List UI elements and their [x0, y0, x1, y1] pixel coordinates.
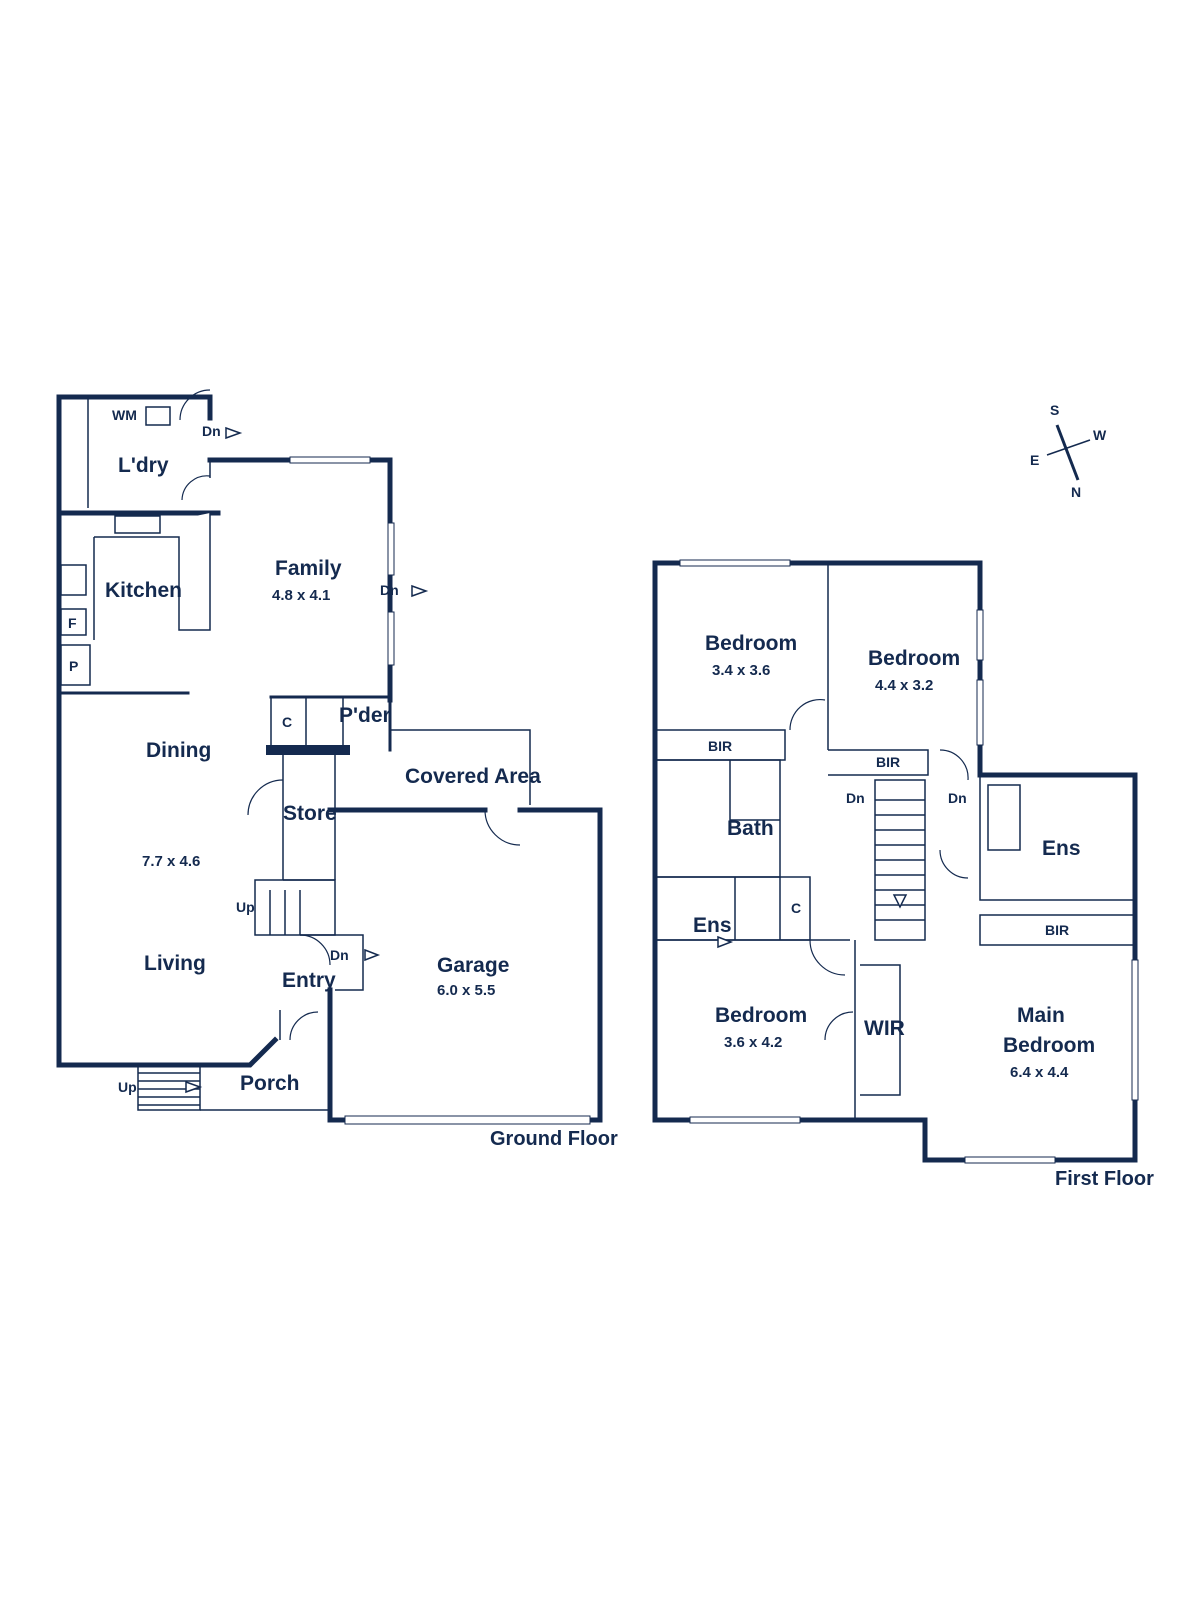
label-main-2: Bedroom — [1003, 1034, 1095, 1057]
label-main-1: Main — [1017, 1004, 1065, 1027]
arrow-icon — [892, 894, 908, 909]
label-bedroom-1-dim: 3.4 x 3.6 — [712, 662, 770, 679]
label-bath: Bath — [727, 817, 774, 840]
label-bedroom-2: Bedroom — [868, 647, 960, 670]
label-main-dim: 6.4 x 4.4 — [1010, 1064, 1069, 1081]
compass-w: W — [1093, 427, 1107, 443]
compass-icon: S W E N — [1030, 402, 1107, 500]
label-pantry: P — [69, 658, 78, 674]
label-dn-entry: Dn — [330, 947, 349, 963]
label-ens-2: Ens — [1042, 837, 1081, 860]
label-bir-1: BIR — [708, 738, 732, 754]
label-garage: Garage — [437, 954, 509, 977]
label-entry: Entry — [282, 969, 336, 992]
label-laundry: L'dry — [118, 454, 169, 477]
arrow-icon — [225, 426, 243, 440]
label-fridge: F — [68, 615, 77, 631]
label-family: Family — [275, 557, 342, 580]
label-covered-area: Covered Area — [405, 765, 541, 788]
label-up-porch: Up — [118, 1079, 137, 1095]
arrow-icon — [411, 584, 429, 598]
label-up-living: Up — [236, 899, 255, 915]
label-dining: Dining — [146, 739, 211, 762]
arrow-icon — [185, 1080, 203, 1094]
compass-e: E — [1030, 452, 1039, 468]
label-cupboard-ff: C — [791, 900, 801, 916]
label-dn-right: Dn — [948, 790, 967, 806]
label-bedroom-1: Bedroom — [705, 632, 797, 655]
label-dining-living-dim: 7.7 x 4.6 — [142, 853, 200, 870]
label-dn-family: Dn — [380, 582, 399, 598]
label-wm: WM — [112, 407, 137, 423]
label-powder: P'der — [339, 704, 391, 727]
compass-s: S — [1050, 402, 1059, 418]
label-porch: Porch — [240, 1072, 300, 1095]
label-bir-2: BIR — [876, 754, 900, 770]
first-floor-labels: Bedroom 3.4 x 3.6 Bedroom 4.4 x 3.2 BIR … — [693, 632, 1154, 1190]
first-floor — [652, 559, 1139, 1164]
label-ground-floor: Ground Floor — [490, 1128, 618, 1150]
label-bedroom-3-dim: 3.6 x 4.2 — [724, 1034, 782, 1051]
label-family-dim: 4.8 x 4.1 — [272, 587, 330, 604]
label-ens-1: Ens — [693, 914, 732, 937]
label-living: Living — [144, 952, 206, 975]
compass-n: N — [1071, 484, 1081, 500]
arrow-icon — [364, 948, 381, 962]
label-garage-dim: 6.0 x 5.5 — [437, 982, 495, 999]
label-store: Store — [283, 802, 337, 825]
label-bedroom-2-dim: 4.4 x 3.2 — [875, 677, 933, 694]
ground-floor — [56, 389, 603, 1125]
label-first-floor: First Floor — [1055, 1168, 1154, 1190]
arrow-icon — [717, 935, 734, 949]
label-wir: WIR — [864, 1017, 905, 1040]
label-cupboard: C — [282, 714, 292, 730]
ground-floor-labels: WM Dn L'dry Family 4.8 x 4.1 Kitchen F P… — [68, 407, 618, 1150]
label-dn-laundry: Dn — [202, 423, 221, 439]
label-bir-3: BIR — [1045, 922, 1069, 938]
label-bedroom-3: Bedroom — [715, 1004, 807, 1027]
label-dn-left: Dn — [846, 790, 865, 806]
label-kitchen: Kitchen — [105, 579, 182, 602]
